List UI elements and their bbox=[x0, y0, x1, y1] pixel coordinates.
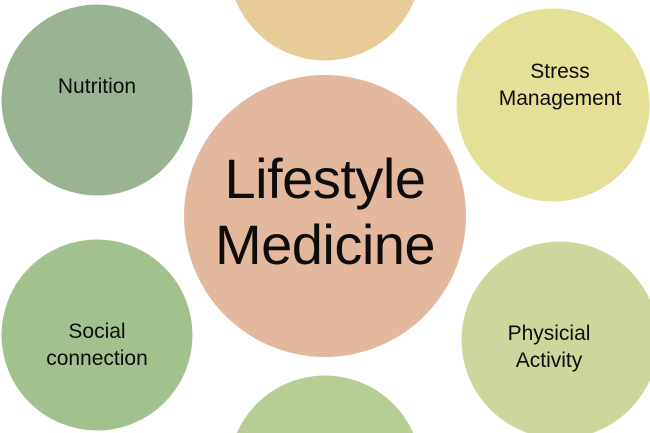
pillar-label-physicial-activity-line-2: Activity bbox=[516, 349, 583, 372]
center-circle-lifestyle-medicine bbox=[184, 75, 466, 357]
pillar-label-social-connection-line-1: Social bbox=[68, 320, 125, 343]
pillar-outline-physicial-activity bbox=[458, 238, 650, 433]
pillar-fill-bottom-pillar bbox=[235, 374, 415, 433]
pillar-label-stress-management-line-1: Stress bbox=[530, 60, 590, 83]
pillar-circle-social-connection bbox=[0, 236, 196, 433]
center-label-line-1: Lifestyle bbox=[225, 147, 426, 210]
pillar-fill-stress-management bbox=[455, 7, 650, 203]
pillar-label-nutrition: Nutrition bbox=[58, 75, 136, 98]
pillar-label-stress-management-line-2: Management bbox=[499, 87, 622, 110]
pillar-label-physicial-activity-line-1: Physicial bbox=[508, 322, 591, 345]
pillar-fill-top-pillar bbox=[233, 0, 417, 62]
pillar-outline-nutrition bbox=[0, 1, 196, 199]
pillar-fill-physicial-activity bbox=[460, 240, 650, 433]
pillar-fill-social-connection bbox=[0, 238, 194, 432]
pillar-circle-physicial-activity bbox=[458, 238, 650, 433]
center-label-line-2: Medicine bbox=[215, 213, 435, 276]
pillar-circle-bottom-pillar bbox=[233, 372, 417, 433]
pillar-outline-social-connection bbox=[0, 236, 196, 433]
pillar-circle-top-pillar bbox=[232, 0, 418, 64]
pillar-circle-nutrition bbox=[0, 1, 196, 199]
pillar-circle-stress-management bbox=[453, 5, 650, 205]
pillar-outline-bottom-pillar bbox=[233, 372, 417, 433]
pillar-fill-nutrition bbox=[0, 3, 194, 197]
pillar-outline-top-pillar bbox=[232, 0, 418, 64]
pillar-outline-stress-management bbox=[453, 5, 650, 205]
pillar-label-social-connection-line-2: connection bbox=[46, 347, 148, 370]
